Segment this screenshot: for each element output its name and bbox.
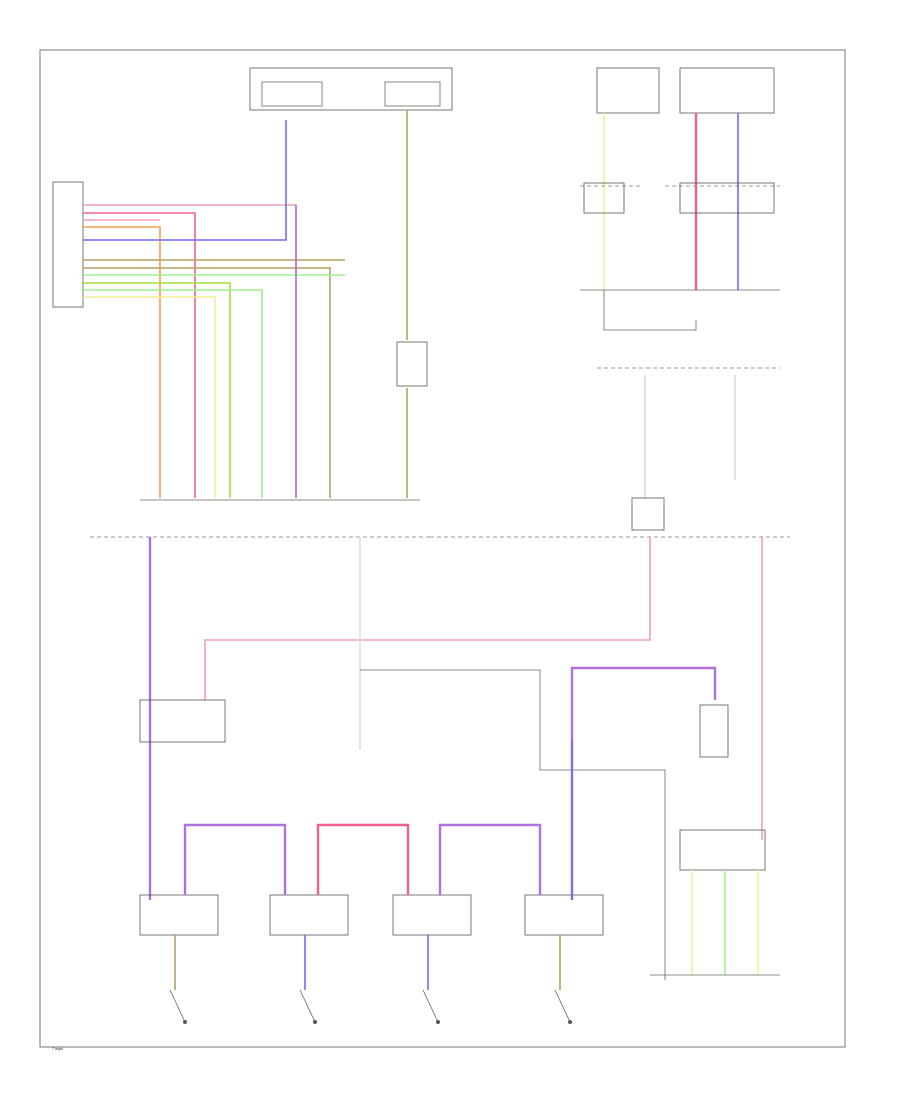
fuse-box-top-left: [249, 67, 453, 111]
sensor-leads: [174, 870, 780, 990]
connector-left: [52, 181, 84, 308]
diagram-frame: [39, 49, 846, 1048]
connector-left-wires: [83, 120, 345, 498]
lower-bus: [360, 666, 729, 980]
relay-center: [396, 341, 428, 387]
right-middle-wiring: [204, 375, 763, 840]
bottom-modules: [139, 829, 766, 936]
relay-box-top-middle: [596, 67, 660, 114]
connector-row-upper: [90, 499, 790, 538]
right-top-wiring: [580, 113, 780, 369]
footer-id: 7 hkpk: [52, 1047, 63, 1051]
ground-symbols: [169, 989, 572, 1024]
bottom-module-links: [183, 740, 573, 900]
lower-left-wiring: [139, 537, 361, 900]
relay-box-top-right: [679, 67, 775, 114]
